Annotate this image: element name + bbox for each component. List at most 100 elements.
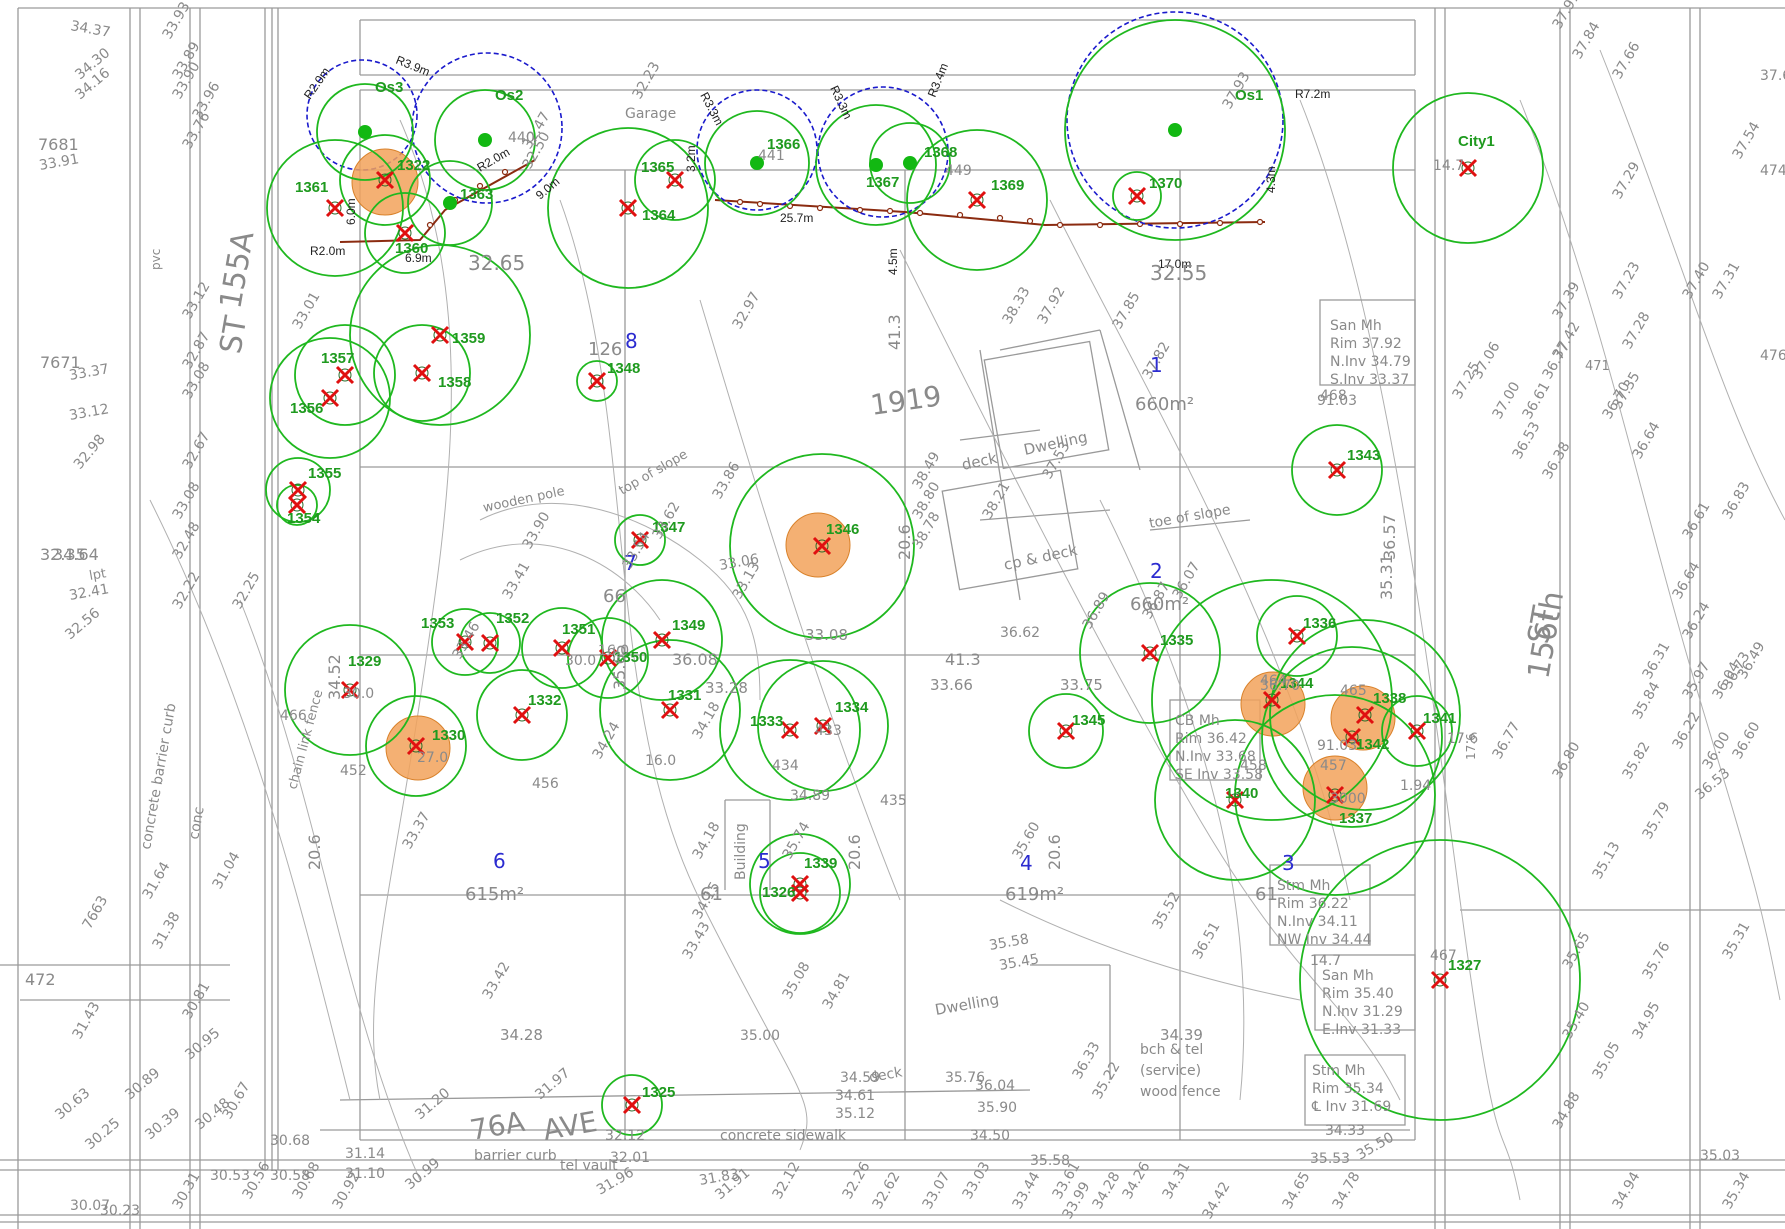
tree-remove-x: [375, 170, 395, 190]
tree-symbol: [555, 641, 569, 655]
elevation-label: 36.08: [672, 650, 718, 669]
tree-remove-x: [1355, 705, 1375, 725]
manhole-detail: N.Inv 34.79: [1330, 354, 1411, 370]
elevation-label: 35.60: [1010, 819, 1044, 862]
elevation-label: 471: [1585, 359, 1610, 374]
tree-id-label: 1364: [642, 207, 676, 224]
elevation-label: 35.76: [1640, 939, 1674, 982]
contour-line: [1519, 99, 1781, 1001]
hoarding-post: [886, 207, 894, 215]
tree-id-label: 1353: [421, 615, 454, 632]
elevation-label: 32.97: [730, 289, 764, 332]
elevation-label: 452: [340, 763, 367, 779]
tree-remove-x: [780, 720, 800, 740]
dimension-label: 17.0m: [1158, 257, 1191, 271]
elevation-label: 30.99: [402, 1155, 443, 1193]
elevation-label: 458: [1240, 758, 1267, 774]
tree-dripline: [1079, 582, 1221, 724]
lot-area: 61: [700, 884, 723, 905]
elevation-label: 41.3: [945, 650, 981, 669]
tree-dripline: [567, 617, 649, 699]
tree-remove-x: [660, 700, 680, 720]
dimension-label: R3.3m: [827, 83, 855, 121]
tree-dripline: [1299, 839, 1581, 1121]
elevation-label: 457: [1320, 758, 1347, 774]
tree-dripline: [749, 833, 851, 935]
street-label: 155A: [213, 228, 261, 311]
tree-dripline: [459, 612, 521, 674]
tree-remove-x: [288, 480, 308, 500]
elevation-label: 34.28: [500, 1026, 543, 1044]
tree-remove-x: [320, 388, 340, 408]
annotation-label: top of slope: [617, 447, 691, 498]
tree-id-label: 1343: [1347, 447, 1380, 464]
dimension-label: 4.5m: [886, 248, 900, 275]
elevation-label: 35.65: [610, 644, 629, 690]
elevation-label: 441: [758, 148, 785, 164]
tree-symbol: [409, 739, 423, 753]
tree-dripline: [373, 324, 471, 422]
elevation-label: 16.0: [645, 753, 676, 769]
tree-id-label: 1352: [496, 610, 529, 627]
elevation-label: 31.14: [345, 1146, 385, 1162]
tree-remove-x: [665, 170, 685, 190]
elevation-label: 37.39: [1550, 279, 1584, 322]
elevation-label: 32.62: [870, 1169, 904, 1212]
elevation-label: 433: [815, 723, 842, 739]
elevation-label: 33.41: [500, 559, 534, 602]
elevation-label: 20.6: [305, 834, 324, 870]
tree-id-label: 1365: [641, 159, 674, 176]
manhole-detail: Rim 35.40: [1322, 986, 1394, 1002]
tree-dripline: [1151, 579, 1393, 821]
hoarding-post: [956, 211, 964, 219]
elevation-label: 36.51: [1190, 919, 1224, 962]
tree-id-label: 1327: [1448, 957, 1481, 974]
annotation-label: Dwelling: [934, 990, 1001, 1019]
survey-line: [979, 509, 1111, 521]
dimension-label: 3.2m: [684, 145, 698, 172]
tree-id-label: 1330: [432, 727, 465, 744]
elevation-label: 34.33: [1325, 1123, 1365, 1139]
tree-remove-x: [1407, 721, 1427, 741]
tree-dripline: [719, 659, 861, 801]
tree-symbol: [815, 539, 829, 553]
manhole-detail: ℄ Inv 31.69: [1311, 1099, 1391, 1115]
elevation-label: 35.79: [1640, 799, 1674, 842]
tree-id-label: 1363: [460, 186, 493, 203]
elevation-label: 20.6: [1045, 834, 1064, 870]
tree-id-label: 1351: [562, 621, 595, 638]
tree-id-label: 1333: [750, 713, 783, 730]
tree-dripline: [601, 579, 723, 701]
manhole-detail: Rim 35.34: [1312, 1081, 1384, 1097]
elevation-label: 41.3: [885, 314, 904, 350]
tree-dripline: [1112, 171, 1162, 221]
elevation-label: 37.85: [1110, 289, 1144, 332]
tree-dripline: [704, 110, 810, 216]
elevation-label: 33.08: [170, 479, 204, 522]
elevation-label: 34.94: [1610, 1169, 1644, 1212]
tree-remove-x: [1458, 158, 1478, 178]
protection-zone: [1066, 11, 1284, 229]
lot-area: 660m²: [1130, 594, 1189, 615]
annotation-label: deck: [868, 1064, 904, 1086]
elevation-label: 35.90: [977, 1100, 1017, 1116]
tree-symbol: [515, 708, 529, 722]
elevation-label: 32.35: [40, 545, 86, 564]
elevation-label: 36.60: [1730, 719, 1764, 762]
tree-retain-dot: [903, 156, 917, 170]
elevation-label: 91.03: [1317, 738, 1357, 754]
tree-remove-x: [618, 198, 638, 218]
elevation-label: 20.6: [895, 524, 914, 560]
tree-remove-x: [430, 325, 450, 345]
elevation-label: 36.38: [1540, 439, 1574, 482]
tree-retain-dot: [869, 158, 883, 172]
elevation-label: 34.59: [840, 1070, 880, 1086]
tree-id-label: 1359: [452, 330, 485, 347]
elevation-label: 440: [508, 130, 535, 146]
tree-dripline: [599, 639, 741, 781]
elevation-label: 36.22: [1670, 709, 1704, 752]
elevation-label: 30.89: [122, 1065, 163, 1103]
tree-symbol: [1330, 463, 1344, 477]
tree-id-label: 1356: [290, 400, 323, 417]
